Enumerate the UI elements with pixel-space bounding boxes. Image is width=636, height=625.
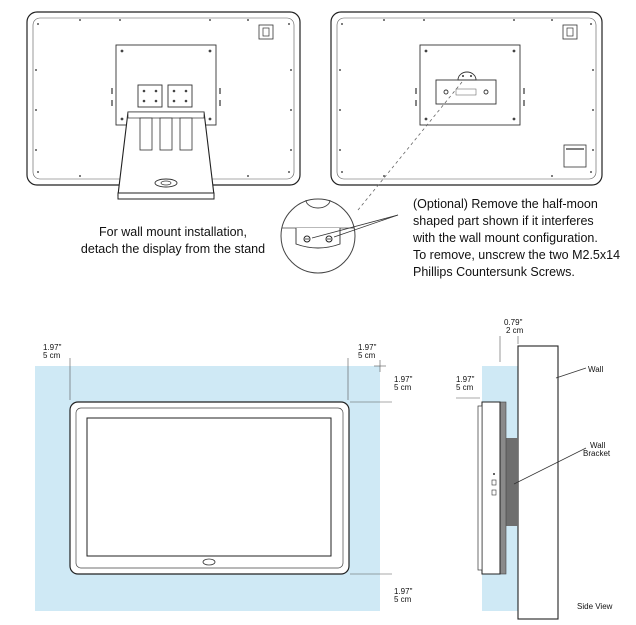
logo-mark (202, 558, 216, 566)
bracket-label-line-2: Bracket (583, 449, 611, 458)
right-dim-inch: 1.97" (358, 343, 377, 352)
wall-label: Wall (588, 365, 603, 374)
top-dim-inch: 1.97" (394, 375, 413, 384)
optional-caption-line-1: (Optional) Remove the half-moon (413, 197, 598, 211)
optional-caption-line-5: Phillips Countersunk Screws. (413, 265, 575, 279)
half-moon-detail (280, 198, 399, 274)
wall (517, 345, 559, 620)
gap-dim-inch: 0.79" (504, 318, 523, 327)
vent-icon (562, 24, 578, 40)
optional-caption-line-2: shaped part shown if it interferes (413, 214, 594, 228)
bottom-dim-cm: 5 cm (394, 595, 412, 604)
clearance-front-view (35, 358, 392, 611)
optional-caption-line-4: To remove, unscrew the two M2.5x14 (413, 248, 620, 262)
gap-dim-cm: 2 cm (506, 326, 524, 335)
side-view (456, 336, 587, 620)
left-dim-cm: 5 cm (43, 351, 61, 360)
bracket-label-line-1: Wall (590, 441, 605, 450)
logo-mark (154, 178, 178, 188)
side-dim-inch: 1.97" (456, 375, 475, 384)
side-dim-cm: 5 cm (456, 383, 474, 392)
left-dim-inch: 1.97" (43, 343, 62, 352)
stand-caption-line-2: detach the display from the stand (81, 242, 265, 256)
stand-caption-line-1: For wall mount installation, (99, 225, 247, 239)
label-sticker (563, 144, 587, 168)
display-back-with-stand (26, 11, 301, 200)
right-dim-cm: 5 cm (358, 351, 376, 360)
bottom-dim-inch: 1.97" (394, 587, 413, 596)
wall-bracket (506, 438, 518, 526)
top-dim-cm: 5 cm (394, 383, 412, 392)
side-view-label: Side View (577, 602, 613, 611)
vent-icon (258, 24, 274, 40)
display-back-no-stand (330, 11, 603, 186)
optional-caption-line-3: with the wall mount configuration. (412, 231, 598, 245)
half-moon-part (457, 71, 477, 81)
